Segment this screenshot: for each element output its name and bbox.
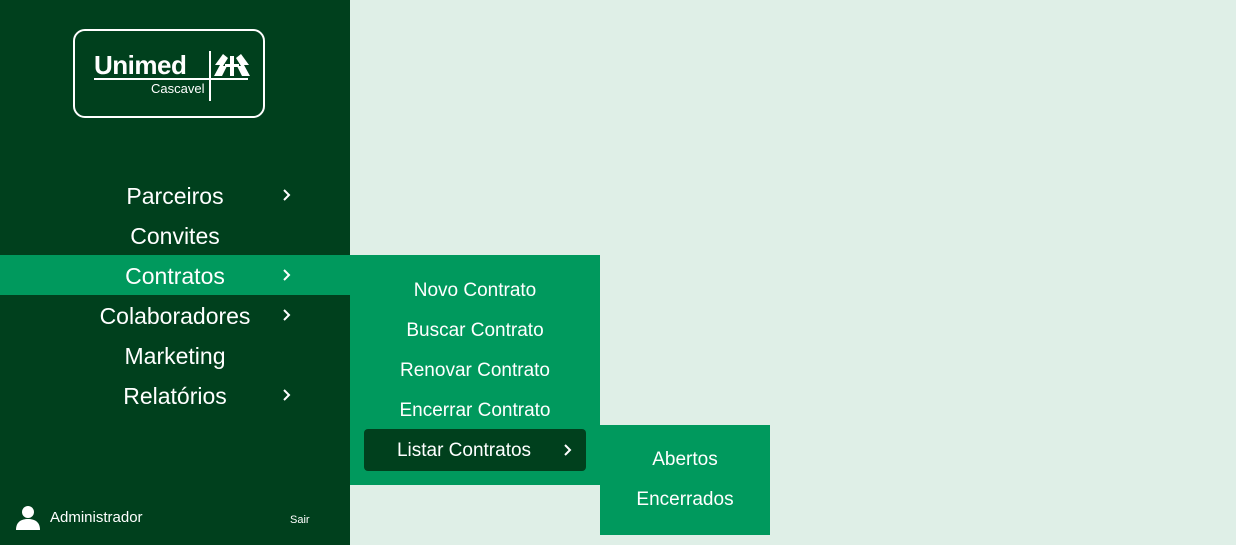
menu-item-encerrados[interactable]: Encerrados (636, 489, 734, 510)
sidebar-item-marketing[interactable]: Marketing (124, 343, 226, 369)
menu-item-buscar-contrato[interactable]: Buscar Contrato (406, 320, 544, 341)
sidebar-item-parceiros[interactable]: Parceiros (0, 175, 350, 215)
menu-item-renovar-contrato[interactable]: Renovar Contrato (400, 360, 550, 381)
unimed-symbol-icon (214, 54, 250, 76)
sidebar-item-colaboradores[interactable]: Colaboradores (0, 295, 350, 335)
sidebar-item-relatorios[interactable]: Relatórios (0, 375, 350, 415)
menu-item-abertos[interactable]: Abertos (652, 449, 718, 470)
chevron-right-icon (283, 389, 291, 401)
menu-item-novo-contrato[interactable]: Novo Contrato (413, 280, 537, 301)
unimed-logo: Unimed Cascavel (73, 29, 265, 118)
chevron-right-icon (283, 269, 291, 281)
contratos-submenu: Novo Contrato Buscar Contrato Renovar Co… (350, 255, 600, 485)
user-name: Administrador (50, 509, 143, 526)
chevron-right-icon (283, 309, 291, 321)
logo-brand-name: Unimed (94, 50, 187, 80)
chevron-right-icon (564, 444, 572, 456)
logout-button[interactable]: Sair (290, 514, 310, 526)
menu-item-listar-contratos[interactable]: Listar Contratos (364, 429, 586, 471)
logo-city: Cascavel (151, 81, 205, 96)
sidebar-item-contratos[interactable]: Contratos (0, 255, 350, 295)
sidebar-item-convites[interactable]: Convites (130, 223, 220, 249)
sidebar: Unimed Cascavel Parceiros Convites Contr… (0, 0, 350, 545)
user-icon (16, 506, 40, 530)
chevron-right-icon (283, 189, 291, 201)
menu-item-encerrar-contrato[interactable]: Encerrar Contrato (399, 400, 551, 421)
listar-contratos-submenu: Abertos Encerrados (600, 425, 770, 535)
